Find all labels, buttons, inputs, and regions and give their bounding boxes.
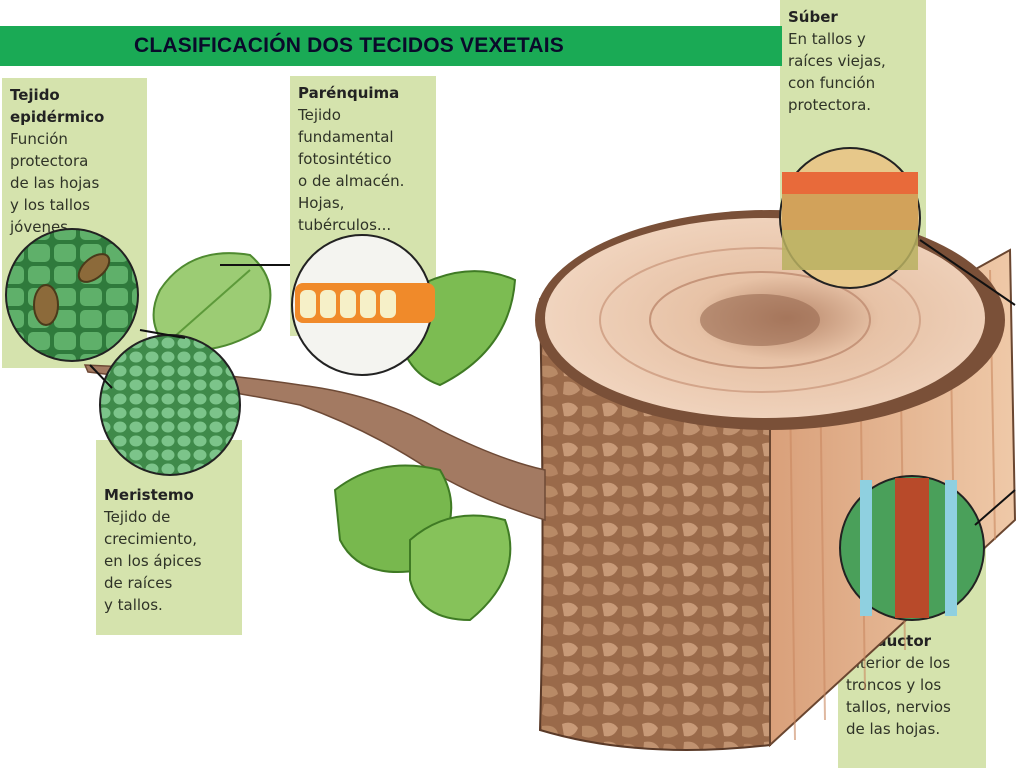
panel-line: y tallos. xyxy=(104,596,163,614)
panel-line: en los ápices xyxy=(104,552,202,570)
panel-tejido-epidermico: Tejido epidérmico Función protectora de … xyxy=(2,78,147,368)
panel-line: Hojas, xyxy=(298,194,345,212)
panel-line: y los tallos xyxy=(10,196,90,214)
panel-line: fotosintético xyxy=(298,150,392,168)
epidermis-magnifier xyxy=(5,228,139,362)
panel-line: Tejido xyxy=(298,106,341,124)
panel-line: troncos y los xyxy=(846,676,942,694)
panel-line: protectora. xyxy=(788,96,872,114)
panel-line: Función xyxy=(10,130,68,148)
page-title: CLASIFICACIÓN DOS TECIDOS VEXETAIS xyxy=(134,34,564,57)
leaf xyxy=(409,514,512,622)
panel-line: protectora xyxy=(10,152,89,170)
panel-line: En tallos y xyxy=(788,30,866,48)
panel-line: Tejido de xyxy=(104,508,171,526)
panel-heading: Parénquima xyxy=(298,84,400,102)
panel-line: o de almacén. xyxy=(298,172,405,190)
panel-line: Interior de los xyxy=(846,654,951,672)
panel-line: de las hojas. xyxy=(846,720,941,738)
panel-heading: Súber xyxy=(788,8,838,26)
panel-line: crecimiento, xyxy=(104,530,198,548)
panel-line: fundamental xyxy=(298,128,394,146)
panel-line: tallos, nervios xyxy=(846,698,951,716)
panel-heading: Meristemo xyxy=(104,486,194,504)
panel-heading: epidérmico xyxy=(10,108,105,126)
panel-line: de raíces xyxy=(104,574,173,592)
title-bar xyxy=(0,26,782,66)
panel-line: raíces viejas, xyxy=(788,52,886,70)
panel-line: tubérculos... xyxy=(298,216,392,234)
branch xyxy=(83,364,546,522)
panel-line: de las hojas xyxy=(10,174,100,192)
panel-heading: Tejido xyxy=(10,86,60,104)
panel-line: con función xyxy=(788,74,876,92)
meristem-magnifier xyxy=(99,334,241,476)
